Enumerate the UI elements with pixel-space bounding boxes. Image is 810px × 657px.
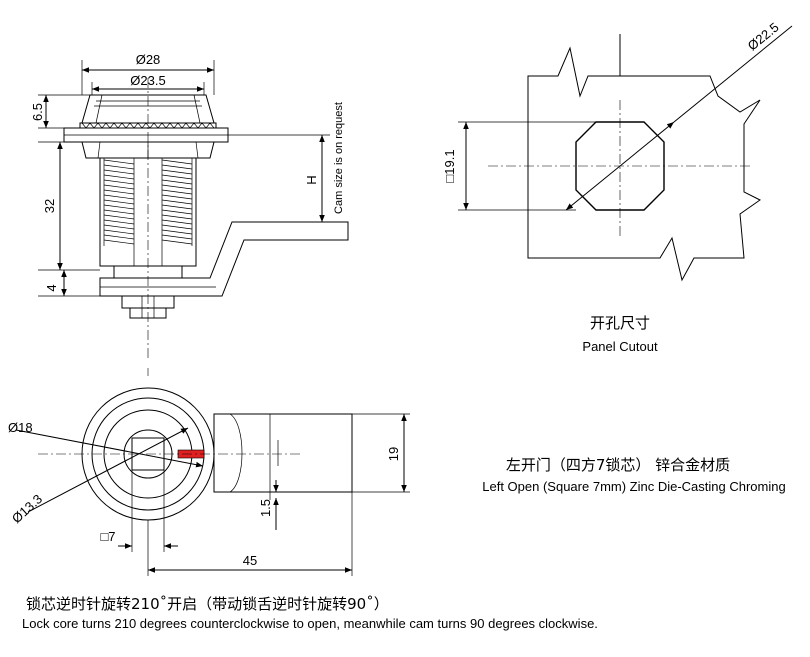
panel-cutout-view: Ø22.5 □19.1 开孔尺寸 Panel Cutout: [442, 20, 793, 354]
dim-h19: 19: [386, 447, 401, 461]
dim-w45: 45: [243, 553, 257, 568]
dim-sq7: □7: [100, 529, 115, 544]
rotation-en: Lock core turns 210 degrees counterclock…: [22, 616, 598, 631]
panel-outline: [527, 34, 761, 282]
spec-cn: 左开门（四方7锁芯） 锌合金材质: [506, 456, 730, 474]
dim-sq19-1: □19.1: [442, 149, 457, 182]
panel-cutout-cn: 开孔尺寸: [590, 314, 650, 332]
bottom-view: Ø18 Ø13.3 □7 45 19 1.5: [8, 368, 410, 576]
cam-size-note: Cam size is on request: [333, 102, 345, 214]
spec-en: Left Open (Square 7mm) Zinc Die-Casting …: [482, 479, 785, 494]
panel-cutout-en: Panel Cutout: [582, 339, 658, 354]
dim-d22-5: Ø22.5: [745, 20, 782, 54]
dim-d13-3: Ø13.3: [9, 491, 45, 526]
dim-d18: Ø18: [8, 420, 33, 435]
dim-d28: Ø28: [136, 52, 161, 67]
dim-h4: 4: [44, 284, 59, 291]
dim-h: H: [304, 175, 319, 184]
dim-h6-5: 6.5: [30, 103, 45, 121]
thread-lines: [103, 158, 193, 266]
rotation-cn: 锁芯逆时针旋转210˚开启（带动锁舌逆时针旋转90˚）: [26, 595, 389, 613]
dim-h32: 32: [42, 199, 57, 213]
side-view: Ø28 Ø23.5: [30, 52, 349, 360]
dim-h1-5: 1.5: [258, 499, 273, 517]
cam-top-outline: [213, 413, 353, 493]
